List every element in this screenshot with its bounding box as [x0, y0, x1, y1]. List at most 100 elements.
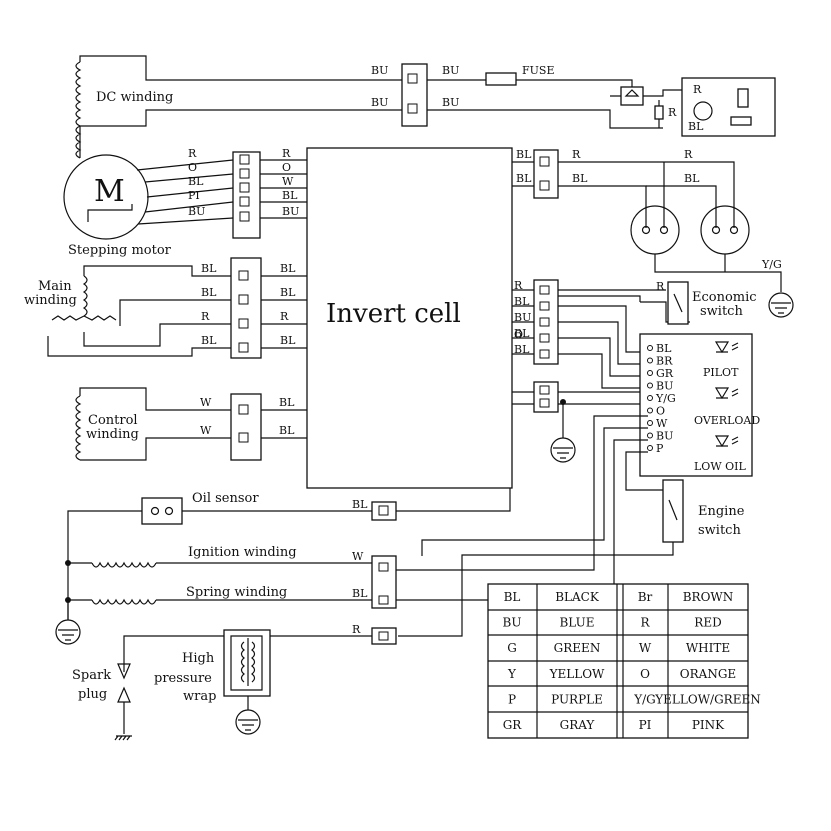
legend-cell: ORANGE — [680, 667, 736, 681]
panel-terminal-label: W — [656, 417, 668, 430]
spark-plug-label: plug — [78, 687, 107, 702]
oil-sensor: Oil sensor — [141, 491, 259, 525]
pilot-label: PILOT — [703, 366, 739, 379]
high-pressure-label: pressure — [154, 671, 212, 686]
right-connector — [533, 279, 559, 365]
wire-label: O — [282, 161, 291, 174]
wire-label: BL — [188, 175, 204, 188]
dc-winding: DC winding — [75, 55, 402, 159]
oil-sensor-label: Oil sensor — [192, 491, 259, 506]
legend-cell: PINK — [692, 718, 725, 732]
terminal-point — [647, 420, 653, 426]
terminal-point — [647, 445, 653, 451]
control-winding: Control winding — [75, 387, 231, 461]
wire-label: W — [282, 175, 294, 188]
terminal-point — [647, 395, 653, 401]
motor-connector — [232, 151, 261, 239]
wire-label: R — [282, 147, 291, 160]
wire-label: BL — [514, 327, 530, 340]
wire-label: BL — [201, 262, 217, 275]
ground-icon — [235, 709, 261, 735]
legend-cell: Br — [638, 590, 653, 604]
wire-label: BL — [279, 424, 295, 437]
ignition-winding-label: Ignition winding — [188, 545, 297, 560]
fuse: FUSE — [485, 64, 554, 86]
legend-cell: BROWN — [683, 590, 734, 604]
dc-socket — [681, 77, 776, 137]
engine-switch-label: switch — [698, 523, 741, 538]
wire-label: BL — [516, 172, 532, 185]
legend-cell: BLACK — [555, 590, 600, 604]
legend-cell: Y/G — [633, 692, 656, 706]
wire-label: Y/G — [761, 258, 782, 271]
legend-cell: WHITE — [686, 641, 730, 655]
legend-cell: G — [507, 641, 517, 655]
wire-label: BU — [442, 96, 459, 109]
yg-connector — [533, 381, 559, 413]
ground-icon — [768, 292, 794, 318]
panel-terminal-label: BL — [656, 342, 672, 355]
legend-cell: R — [640, 616, 650, 630]
wire-label: BU — [371, 64, 388, 77]
wire-label: BL — [280, 262, 296, 275]
wire-label: BL — [279, 396, 295, 409]
fuse-label: FUSE — [522, 64, 554, 77]
wire-label: O — [514, 328, 523, 341]
wire-label: BL — [516, 148, 532, 161]
stepping-motor: M Stepping motor — [63, 154, 172, 258]
rectifier — [620, 86, 644, 106]
legend-cell: O — [640, 667, 650, 681]
wire-label: W — [200, 396, 212, 409]
wire-label: BU — [514, 311, 531, 324]
wire-label: O — [188, 161, 197, 174]
ground-icon — [55, 619, 81, 645]
ground-icon — [550, 437, 576, 463]
control-winding-label: winding — [86, 427, 139, 442]
legend-cell: GRAY — [560, 718, 596, 732]
wire-label: BU — [442, 64, 459, 77]
legend-cell: YELLOW/GREEN — [654, 692, 760, 706]
invert-cell-label: Invert cell — [326, 299, 461, 329]
wire-label: R — [572, 148, 581, 161]
high-pressure-label: wrap — [183, 689, 216, 704]
legend-cell: BL — [504, 590, 521, 604]
legend-cell: W — [639, 641, 652, 655]
legend-cell: GR — [503, 718, 523, 732]
terminal-point — [647, 407, 653, 414]
dc-winding-label: DC winding — [96, 90, 173, 105]
wire-label: R — [514, 279, 523, 292]
wire-label: R — [188, 147, 197, 160]
output-connector — [533, 149, 559, 199]
invert-cell: Invert cell — [306, 147, 513, 489]
control-connector — [230, 393, 262, 461]
wire-label: W — [352, 550, 364, 563]
engine-switch: Engine switch — [662, 479, 745, 543]
wire-label: R — [656, 280, 665, 293]
wire-label: BL — [201, 334, 217, 347]
panel-terminal-label: BR — [656, 355, 673, 368]
low-oil-label: LOW OIL — [694, 460, 746, 473]
high-pressure-wrap: High pressure wrap — [154, 629, 271, 704]
wire-label: BL — [352, 498, 368, 511]
terminal-point — [647, 382, 653, 389]
legend-cell: RED — [694, 616, 721, 630]
stepping-motor-label: Stepping motor — [68, 243, 172, 258]
terminal-point — [647, 345, 653, 351]
ign-spring-connector — [371, 555, 397, 609]
main-winding-label: winding — [24, 293, 77, 308]
panel-terminal-label: O — [656, 405, 665, 418]
main-winding-label: Main — [38, 279, 72, 294]
wire-label: R — [201, 310, 210, 323]
wire-label: BU — [282, 205, 299, 218]
wire-label: R — [684, 148, 693, 161]
engine-switch-label: Engine — [698, 504, 745, 519]
ac-socket-left — [630, 205, 680, 255]
wire-label: R — [693, 83, 702, 96]
panel-terminal-label: Y/G — [655, 392, 676, 405]
wire-label: BL — [514, 295, 530, 308]
panel-terminal-label: P — [656, 442, 664, 455]
terminal-point — [647, 370, 653, 376]
wire-label: BL — [514, 343, 530, 356]
